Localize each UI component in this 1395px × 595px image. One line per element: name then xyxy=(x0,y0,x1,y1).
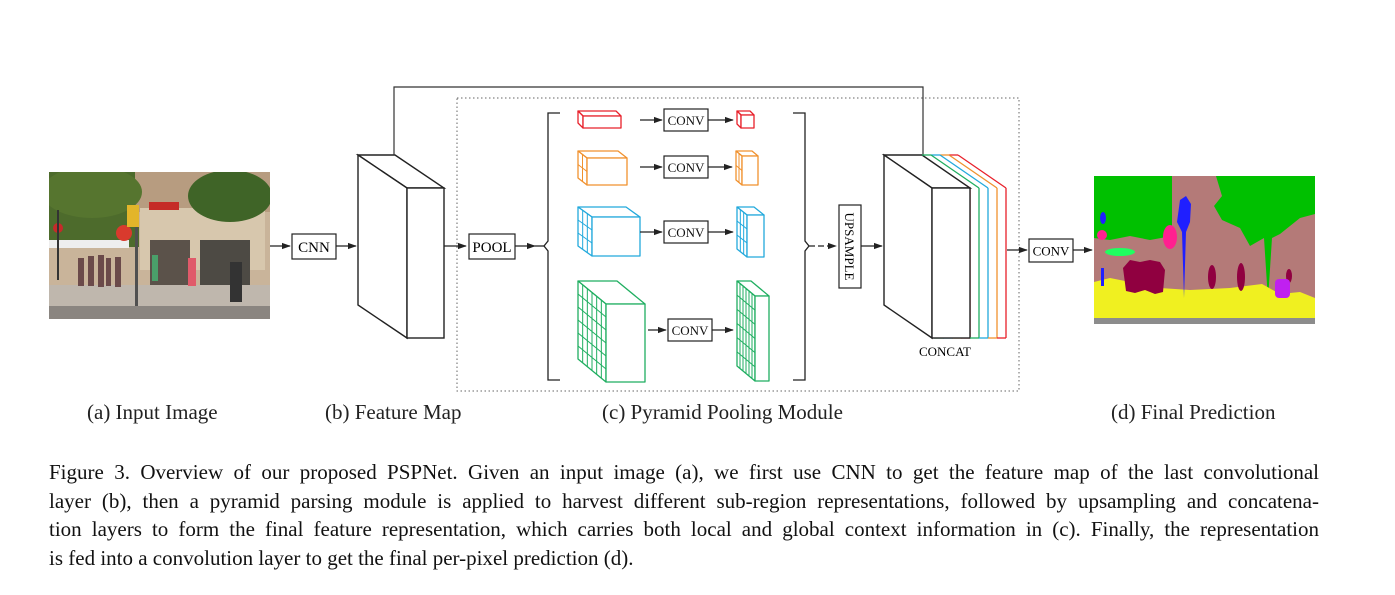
sublabel-input-image: (a) Input Image xyxy=(87,400,218,424)
caption-line-4: is fed into a convolution layer to get t… xyxy=(49,545,634,570)
upsample-label: UPSAMPLE xyxy=(842,213,857,281)
input-image xyxy=(49,172,270,319)
seg-sign-small xyxy=(1097,230,1107,240)
seg-pole-lower xyxy=(1101,268,1104,286)
feature-map-block xyxy=(355,153,447,340)
caption-line-1: Figure 3. Overview of our proposed PSPNe… xyxy=(49,460,1319,484)
pooled-feature-level-6x6 xyxy=(577,280,646,383)
final-prediction-image xyxy=(1094,176,1315,324)
pspnet-figure: CNN POOL CONV CONV CONV CONV UPSAMPLE CONCA… xyxy=(49,86,1315,392)
seg-traffic-sign xyxy=(1163,225,1177,249)
cnn-label: CNN xyxy=(298,240,330,256)
pooled-feature-level-2x2 xyxy=(577,150,628,186)
pyramid-levels: CONV CONV CONV CONV xyxy=(577,108,770,383)
seg-person xyxy=(1208,265,1216,289)
reduced-feature-level-1x1 xyxy=(736,110,755,129)
seg-vegetation-left xyxy=(1094,176,1172,240)
conv-label-level-3x3: CONV xyxy=(668,225,705,240)
pooled-feature-level-3x3 xyxy=(577,206,641,257)
seg-vegetation-right xyxy=(1214,176,1315,300)
seg-road xyxy=(1094,318,1315,324)
seg-pole xyxy=(1177,196,1191,298)
figure-caption: Figure 3. Overview of our proposed PSPNe… xyxy=(49,458,1319,572)
right-bracket xyxy=(793,112,810,381)
seg-person xyxy=(1237,263,1245,291)
reduced-feature-level-2x2 xyxy=(735,150,759,186)
cnn-box: CNN xyxy=(291,233,337,260)
seg-car xyxy=(1105,248,1135,256)
concat-block xyxy=(881,153,1007,340)
sublabel-pyramid-pooling-module: (c) Pyramid Pooling Module xyxy=(602,400,843,424)
reduced-feature-level-6x6 xyxy=(736,280,770,382)
final-conv-box: CONV xyxy=(1028,238,1074,263)
upsample-box: UPSAMPLE xyxy=(838,204,862,289)
seg-people-group xyxy=(1123,260,1165,294)
pool-label: POOL xyxy=(472,240,511,256)
pooled-feature-level-1x1 xyxy=(577,110,622,129)
reduced-feature-level-3x3 xyxy=(736,206,765,258)
conv-label-level-6x6: CONV xyxy=(672,323,709,338)
caption-line-2: layer (b), then a pyramid parsing module… xyxy=(49,488,1319,513)
left-bracket xyxy=(543,112,560,381)
concat-front-face xyxy=(931,187,971,339)
sublabel-feature-map: (b) Feature Map xyxy=(325,400,462,424)
pool-box: POOL xyxy=(468,233,516,260)
final-conv-label: CONV xyxy=(1033,244,1070,259)
pyramid-pooling-module-boundary xyxy=(456,97,1020,392)
caption-line-3: tion layers to form the final feature re… xyxy=(49,517,1319,541)
skip-connection-line xyxy=(393,86,926,166)
seg-pole-small xyxy=(1100,212,1106,224)
concat-left-face xyxy=(883,153,933,340)
sublabel-final-prediction: (d) Final Prediction xyxy=(1111,400,1276,424)
concat-label: CONCAT xyxy=(919,344,971,359)
conv-label-level-1x1: CONV xyxy=(668,113,705,128)
conv-label-level-2x2: CONV xyxy=(668,160,705,175)
seg-bicycle xyxy=(1275,279,1290,298)
